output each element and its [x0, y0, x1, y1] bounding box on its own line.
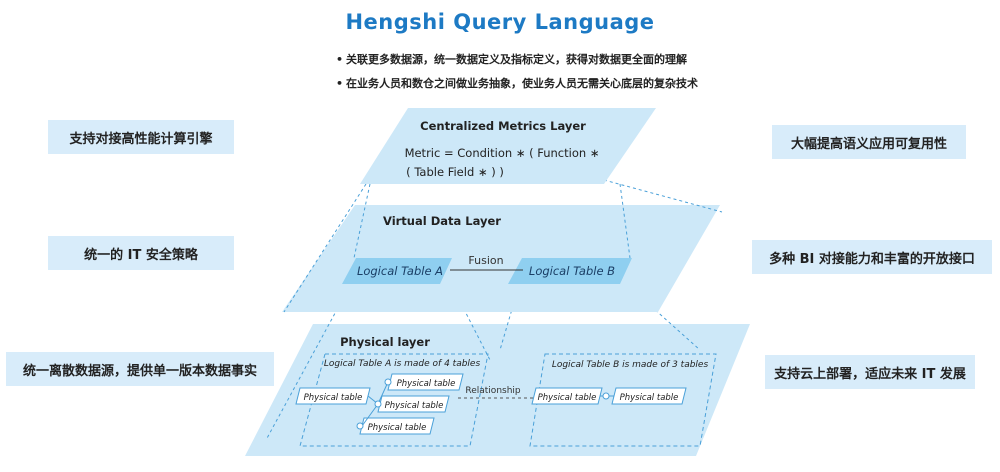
bullet-item: •关联更多数据源，统一数据定义及指标定义，获得对数据更全面的理解	[336, 53, 687, 66]
metrics-layer-title: Centralized Metrics Layer	[420, 119, 586, 133]
physical-table-box	[611, 387, 687, 405]
connector-line	[623, 281, 701, 351]
physical-group-a-outline	[299, 353, 489, 447]
link-node	[374, 400, 382, 408]
physical-group-b-outline	[529, 353, 717, 447]
table-link	[361, 403, 379, 427]
metrics-formula-line1: Metric = Condition ∗ ( Function ∗	[405, 146, 600, 160]
connector-line	[283, 183, 367, 313]
left-feature-box: 支持对接高性能计算引擎	[48, 120, 234, 154]
physical-table-label: Physical table	[538, 393, 597, 403]
virtual-layer-plane	[282, 205, 720, 312]
physical-table-label: Physical table	[304, 393, 363, 403]
metrics-layer-plane	[360, 108, 656, 184]
logical-table-b-shape	[508, 258, 632, 284]
right-feature-box: 支持云上部署，适应未来 IT 发展	[765, 355, 975, 389]
relationship-label: Relationship	[465, 386, 521, 396]
connector-line	[619, 183, 631, 259]
metrics-formula-line2: ( Table Field ∗ ) )	[406, 165, 504, 179]
group-a-note: Logical Table A is made of 4 tables	[324, 359, 481, 369]
logical-table-a-shape	[342, 258, 452, 284]
logical-table-a-label: Logical Table A	[357, 264, 443, 278]
left-feature-box: 统一离散数据源，提供单一版本数据事实	[6, 352, 274, 386]
right-feature-box: 多种 BI 对接能力和丰富的开放接口	[752, 240, 992, 274]
physical-table-box	[531, 387, 603, 405]
bullet-text: 在业务人员和数仓之间做业务抽象，使业务人员无需关心底层的复杂技术	[346, 77, 698, 90]
right-feature-box: 大幅提高语义应用可复用性	[772, 125, 966, 159]
logical-table-b-label: Logical Table B	[529, 264, 615, 278]
physical-layer-title: Physical layer	[340, 335, 430, 349]
bullet-text: 关联更多数据源，统一数据定义及指标定义，获得对数据更全面的理解	[346, 53, 687, 66]
link-node	[356, 422, 364, 430]
link-node	[384, 378, 392, 386]
group-b-note: Logical Table B is made of 3 tables	[552, 360, 709, 370]
intro-bullets: •关联更多数据源，统一数据定义及指标定义，获得对数据更全面的理解 •在业务人员和…	[336, 48, 698, 96]
table-link	[377, 381, 389, 405]
bullet-item: •在业务人员和数仓之间做业务抽象，使业务人员无需关心底层的复杂技术	[336, 77, 698, 90]
physical-table-label: Physical table	[368, 423, 427, 433]
connector-line	[353, 183, 371, 259]
virtual-layer-title: Virtual Data Layer	[383, 214, 501, 228]
fusion-label: Fusion	[468, 254, 503, 267]
left-feature-box: 统一的 IT 安全策略	[48, 236, 234, 270]
page-title: Hengshi Query Language	[345, 10, 655, 34]
physical-table-label: Physical table	[620, 393, 679, 403]
physical-table-box	[295, 387, 371, 405]
physical-table-label: Physical table	[385, 401, 444, 411]
connector-line	[603, 179, 723, 213]
physical-table-label: Physical table	[397, 379, 456, 389]
link-node	[602, 392, 610, 400]
